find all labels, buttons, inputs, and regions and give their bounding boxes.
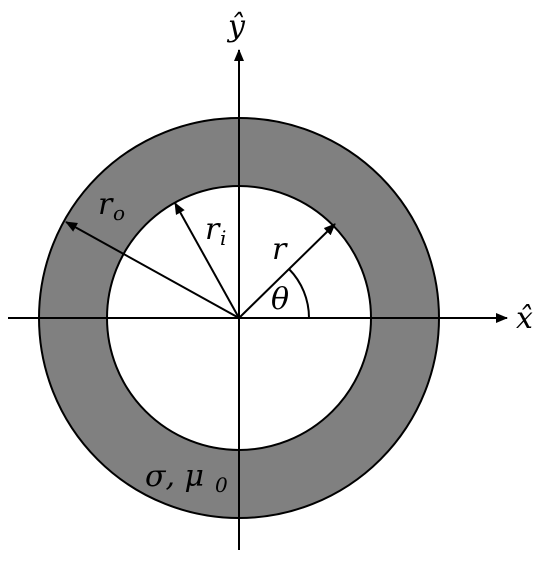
outer-radius-subscript: o xyxy=(113,201,125,225)
inner-radius-label: r xyxy=(205,212,221,247)
general-radius-label: r xyxy=(272,232,288,267)
outer-radius-arrow xyxy=(65,221,240,319)
outer-radius-label: r xyxy=(98,187,114,222)
theta-label: θ xyxy=(271,282,289,317)
theta-arc xyxy=(288,268,310,319)
material-label: σ, μ xyxy=(145,459,204,494)
inner-radius-subscript: i xyxy=(220,226,226,250)
inner-radius-arrow xyxy=(174,202,240,319)
y-axis-label: ŷ xyxy=(226,9,246,44)
x-axis-label: x̂ xyxy=(516,301,533,336)
general-radius-arrow xyxy=(238,223,336,319)
material-mu-subscript: 0 xyxy=(215,473,228,497)
